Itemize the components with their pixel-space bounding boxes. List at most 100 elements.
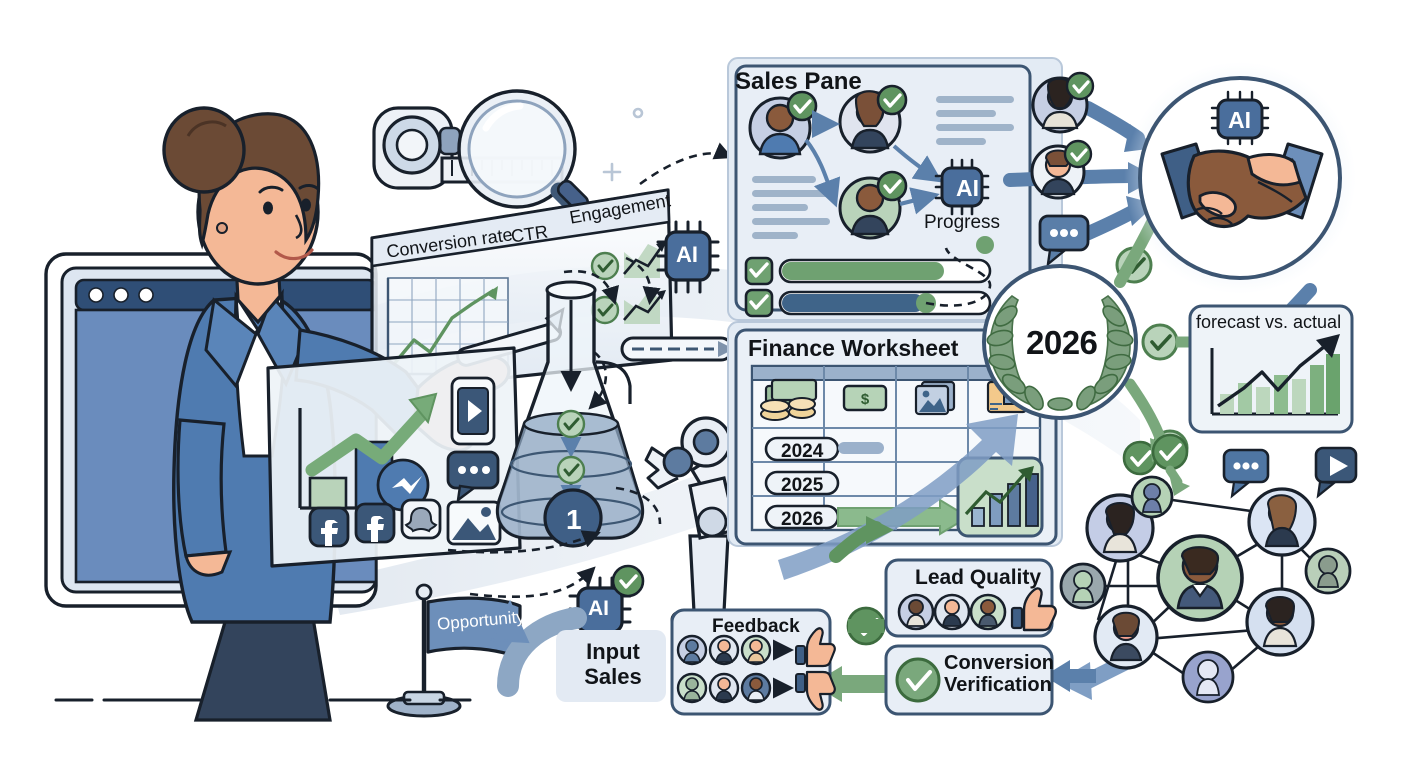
avatar <box>1031 71 1095 134</box>
conversion-verification-line2: Verification <box>944 673 1052 696</box>
avatar <box>1130 475 1174 519</box>
avatar <box>1093 604 1159 670</box>
year-badge-2026 <box>982 264 1138 420</box>
window-dot <box>138 287 154 303</box>
row-chip <box>764 436 840 462</box>
banknote-icon: $ <box>842 384 888 412</box>
ai-chip-label-left: AI <box>676 242 698 267</box>
lead-quality-title: Lead Quality <box>915 566 1042 589</box>
step-badge-label: 1 <box>566 504 582 535</box>
worksheet-row-year: 2026 <box>781 509 824 530</box>
big-blue-arrow <box>778 414 1018 580</box>
video-bubble-icon <box>1314 446 1358 499</box>
avatar <box>933 593 971 631</box>
input-sales-label: Input Sales <box>578 639 648 689</box>
svg-text:$: $ <box>861 391 870 408</box>
bar <box>1326 354 1340 414</box>
avatar <box>1059 562 1107 610</box>
year-badge-label: 2026 <box>1026 324 1098 361</box>
video-phone-icon <box>450 376 496 446</box>
bar <box>308 476 348 510</box>
ai-chip-label-sales-pane: AI <box>956 175 979 201</box>
earring <box>216 222 228 234</box>
progress-label: Progress <box>924 212 1001 233</box>
input-sales-line2: Sales <box>584 663 642 689</box>
ai-chip-icon <box>934 158 990 216</box>
sales-pane-panel[interactable] <box>727 57 1063 321</box>
text-lines <box>752 176 830 239</box>
sales-pane-title: Sales Pane <box>735 68 862 95</box>
avatar <box>1304 547 1352 595</box>
opportunity-flag[interactable] <box>386 583 522 718</box>
thumbs-down-icon <box>795 670 836 711</box>
forecast-panel[interactable] <box>1188 304 1354 434</box>
conversion-verification-box[interactable] <box>884 644 1054 716</box>
social-analytics-tablet[interactable] <box>266 346 522 568</box>
handshake-icon <box>1160 142 1324 229</box>
window-dot <box>113 287 129 303</box>
avatar <box>1181 650 1235 704</box>
forecast-panel-title: forecast vs. actual <box>1196 312 1342 332</box>
flow-arrow <box>804 110 943 215</box>
avatar <box>969 593 1007 631</box>
avatar <box>897 593 935 631</box>
input-flow-arrow <box>490 599 587 697</box>
images-icon <box>914 380 956 416</box>
feedback-box[interactable] <box>670 608 836 716</box>
row-chip <box>764 470 840 496</box>
worksheet-row-year: 2024 <box>781 441 824 462</box>
sparkle-decoration <box>602 107 644 182</box>
money-stack-icon <box>760 378 818 421</box>
worksheet-row-year: 2025 <box>781 475 824 496</box>
avatar <box>708 672 740 704</box>
avatar <box>708 634 740 666</box>
conversion-verification-line1: Conversion <box>944 652 1055 674</box>
ai-chip-label-input: AI <box>588 597 609 620</box>
magnifying-glass-icon <box>457 89 593 225</box>
bar <box>1310 365 1324 414</box>
avatar <box>748 90 818 160</box>
chat-icon <box>446 450 500 503</box>
bar <box>1292 379 1306 414</box>
finance-worksheet-panel[interactable]: $ <box>727 321 1063 580</box>
avatar <box>838 170 908 240</box>
forecast-chart <box>1210 334 1340 416</box>
laurel-wreath-icon <box>986 294 1134 411</box>
lead-quality-box[interactable] <box>884 558 1057 638</box>
avatar <box>676 672 708 704</box>
avatar <box>1030 139 1093 200</box>
conversion-verification-title: Conversion Verification <box>944 652 1055 696</box>
avatar <box>1245 587 1315 657</box>
window-dot <box>88 287 104 303</box>
progress-bar-row <box>744 288 992 318</box>
avatar <box>838 84 908 154</box>
ai-chip-icon <box>1210 90 1270 146</box>
avatar <box>1156 534 1244 622</box>
erlenmeyer-flask <box>495 280 734 548</box>
hair-bun <box>162 106 246 194</box>
thumbs-up-icon <box>1010 587 1057 632</box>
facebook-icon <box>308 506 350 548</box>
feedback-box-title: Feedback <box>712 616 800 637</box>
thumbs-up-icon <box>795 627 836 668</box>
ai-chip-icon <box>656 220 720 294</box>
bar <box>1256 387 1270 414</box>
facebook-icon <box>354 502 396 544</box>
progress-bar-row <box>744 256 992 286</box>
avatar <box>740 672 772 704</box>
social-network-graph <box>1059 433 1358 704</box>
avatar <box>740 634 772 666</box>
input-sales-box <box>556 630 666 702</box>
dashed-flow <box>447 142 733 599</box>
text-lines <box>936 96 1014 145</box>
chat-bubble-icon <box>1222 448 1270 499</box>
avatar <box>676 634 708 666</box>
snapchat-icon <box>400 498 442 540</box>
image-icon <box>446 500 502 546</box>
avatar <box>1247 487 1317 557</box>
finance-worksheet-title: Finance Worksheet <box>748 335 959 361</box>
chat-bubble-icon <box>1038 214 1090 267</box>
input-sales-line1: Input <box>586 639 640 664</box>
